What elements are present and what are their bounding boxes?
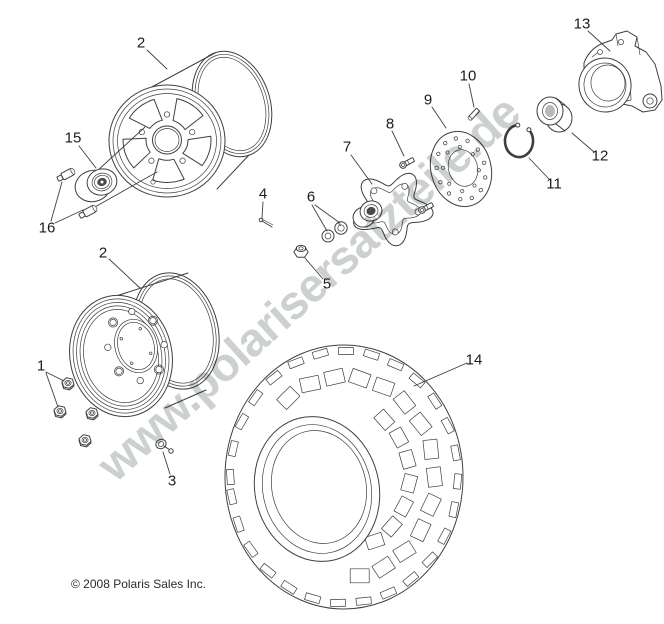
hub-cap-drawing: [74, 168, 118, 203]
callout-9: 9: [423, 91, 433, 109]
callout-8: 8: [385, 115, 395, 133]
valve-stem-drawing: [155, 438, 174, 454]
callout-1: 1: [36, 357, 46, 375]
callout-13: 13: [573, 15, 591, 33]
tire-drawing: [224, 344, 464, 610]
washers-drawing: [321, 221, 348, 243]
callout-7: 7: [342, 138, 352, 156]
cotter-pin-drawing: [258, 217, 274, 228]
callout-11: 11: [546, 175, 562, 193]
hub-bolt-drawings: [399, 157, 434, 214]
steel-wheel-drawing: [69, 272, 220, 454]
callout-2: 2: [136, 34, 146, 52]
callout-6: 6: [306, 188, 316, 206]
callout-2: 2: [98, 244, 108, 262]
callout-14: 14: [465, 351, 483, 369]
wheel-stud-drawings: [56, 167, 98, 219]
copyright-text: © 2008 Polaris Sales Inc.: [71, 577, 206, 591]
callout-4: 4: [258, 185, 268, 203]
callout-3: 3: [167, 472, 177, 490]
callout-5: 5: [322, 275, 332, 293]
lug-nut-drawings: [53, 377, 99, 448]
bearing-drawing: [536, 96, 573, 133]
brake-disc-drawing: [429, 130, 493, 208]
callout-12: 12: [591, 147, 609, 165]
disc-pin-drawing: [467, 108, 480, 121]
callout-leader-lines: [45, 30, 611, 475]
castle-nut-drawing: [293, 244, 309, 258]
callout-16: 16: [38, 219, 56, 237]
alloy-wheel-drawing: [85, 50, 273, 213]
steering-knuckle-drawing: [578, 30, 663, 113]
wheel-hub-drawing: [352, 172, 434, 247]
callout-10: 10: [459, 67, 477, 85]
callout-15: 15: [64, 129, 82, 147]
snap-ring-drawing: [503, 122, 535, 159]
